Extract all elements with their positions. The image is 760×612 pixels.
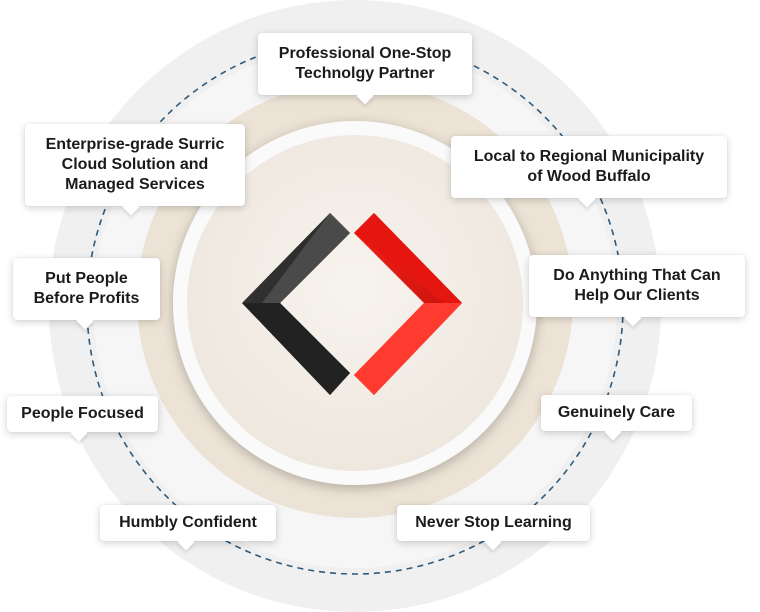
callout-professional-text: Professional One-Stop Technolgy Partner xyxy=(278,45,452,82)
callout-local-text: Local to Regional Municipality of Wood B… xyxy=(473,148,705,185)
callout-humbly-confident-text: Humbly Confident xyxy=(119,514,257,531)
logo-dark-chevron xyxy=(242,213,350,395)
two-chevrons-diamond-logo-icon xyxy=(242,213,462,395)
callout-genuinely-care-text: Genuinely Care xyxy=(557,404,676,421)
callout-genuinely-care: Genuinely Care xyxy=(541,395,692,431)
callout-professional-partner: Professional One-Stop Technolgy Partner xyxy=(258,33,472,95)
callout-people-focused-text: People Focused xyxy=(21,405,144,422)
callout-never-stop-learning: Never Stop Learning xyxy=(397,505,590,541)
callout-help-clients-text: Do Anything That Can Help Our Clients xyxy=(553,267,721,304)
callout-never-stop-text: Never Stop Learning xyxy=(415,514,572,531)
callout-humbly-confident: Humbly Confident xyxy=(100,505,276,541)
callout-people-focused: People Focused xyxy=(7,396,158,432)
callout-enterprise-text: Enterprise-grade Surric Cloud Solution a… xyxy=(45,136,225,193)
callout-help-clients: Do Anything That Can Help Our Clients xyxy=(529,255,745,317)
callout-put-people: Put People Before Profits xyxy=(13,258,160,320)
callout-enterprise-cloud: Enterprise-grade Surric Cloud Solution a… xyxy=(25,124,245,206)
inner-disc xyxy=(187,135,523,471)
callout-put-people-text: Put People Before Profits xyxy=(33,270,140,307)
callout-local-municipality: Local to Regional Municipality of Wood B… xyxy=(451,136,727,198)
logo-red-chevron xyxy=(354,213,462,395)
